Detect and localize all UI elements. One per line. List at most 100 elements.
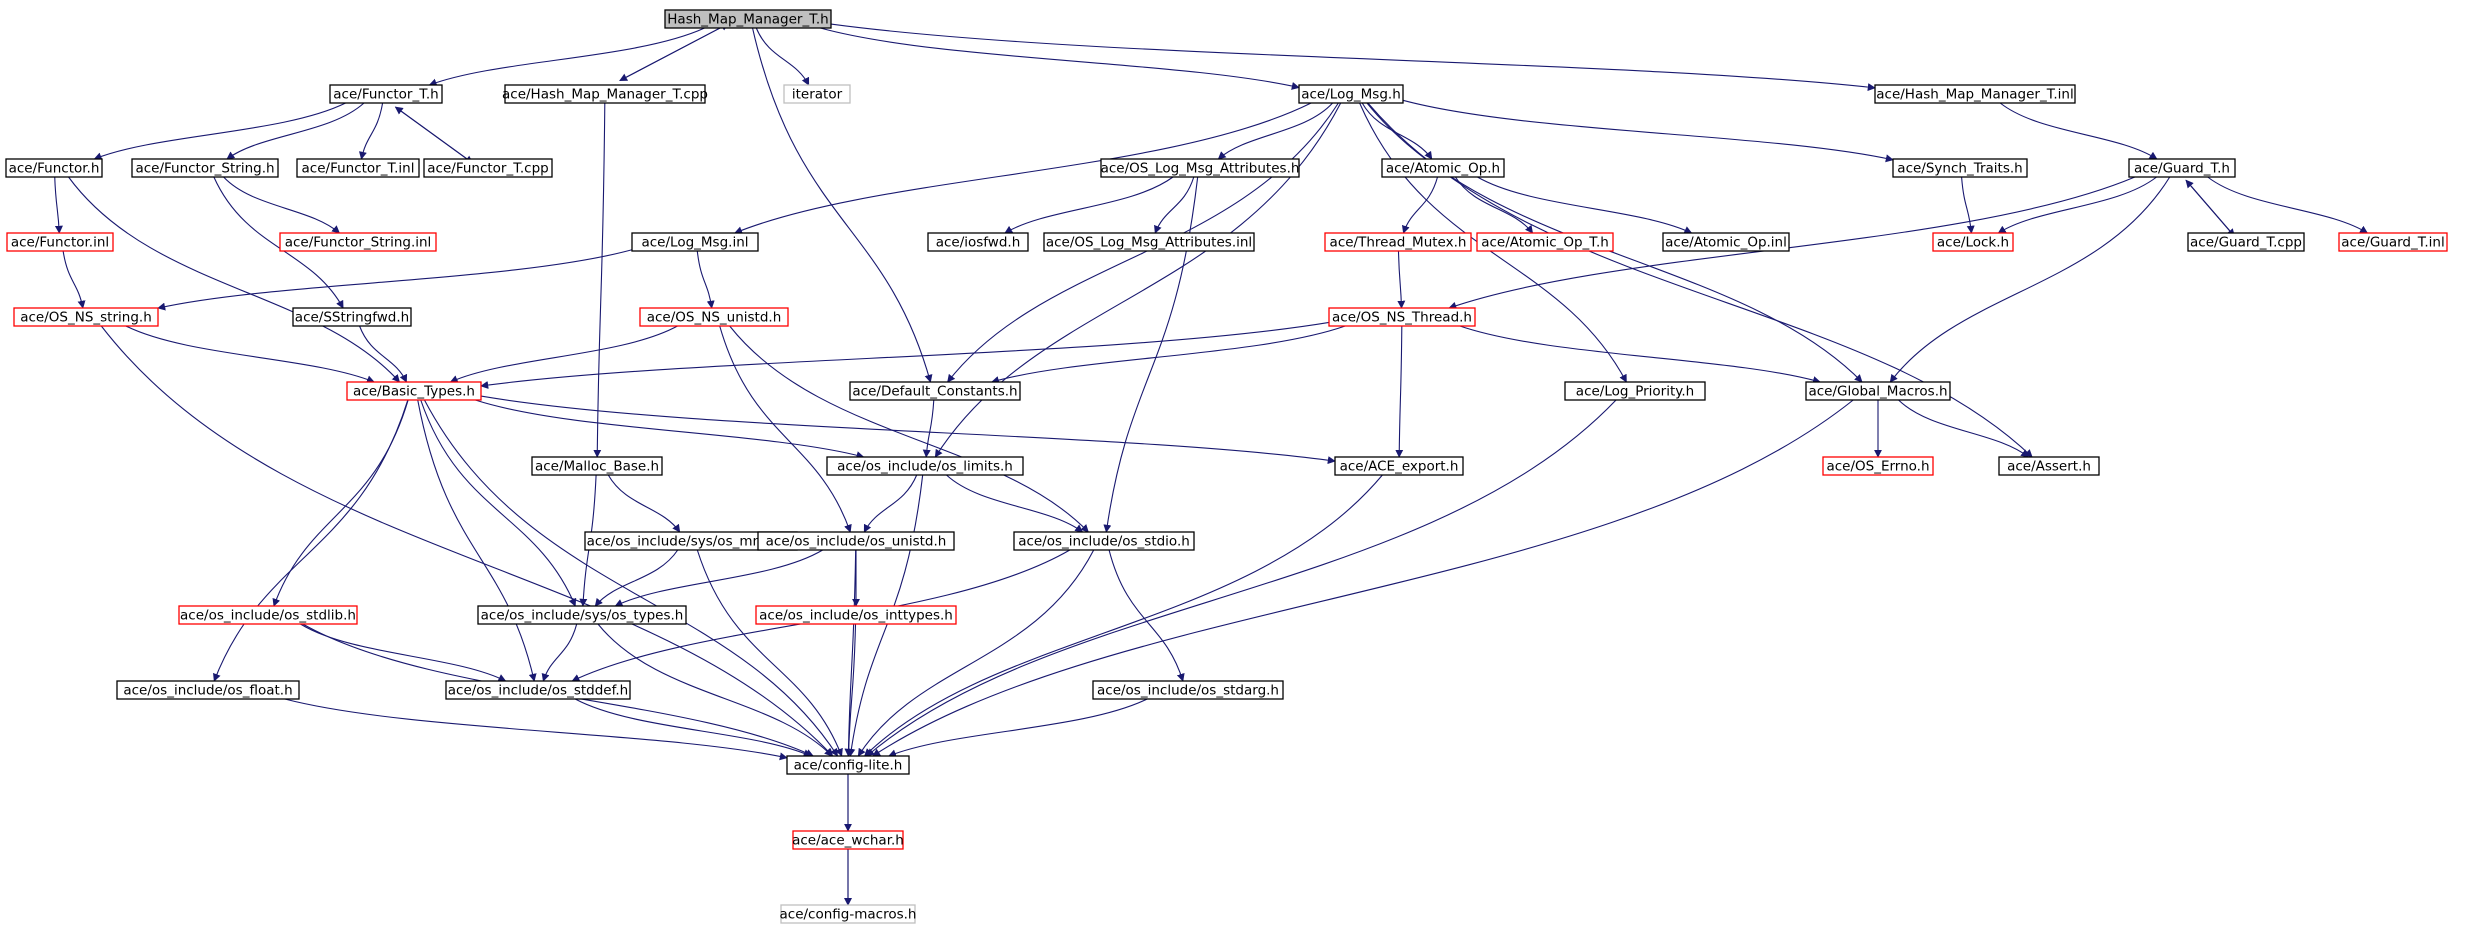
node-box [1874,84,2076,104]
node-label: ace/Global_Macros.h [1808,384,1947,400]
node-thread-mutex-h[interactable]: ace/Thread_Mutex.h [1324,232,1472,252]
edge-log_priority_h-to-config_lite_h [866,399,1617,757]
node-box [1092,680,1284,700]
node-os-stdio-h[interactable]: ace/os_include/os_stdio.h [1013,531,1195,551]
node-hmm-inl[interactable]: ace/Hash_Map_Manager_T.inl [1874,84,2076,104]
node-box [477,605,687,625]
edge-basic_types_h-to-ace_export_h [480,395,1336,465]
node-os-ns-unistd-h[interactable]: ace/OS_NS_unistd.h [639,307,789,327]
node-box [504,84,706,104]
edge-log_msg_inl-to-os_ns_unistd_h [696,250,715,309]
node-atomic-op-inl[interactable]: ace/Atomic_Op.inl [1662,232,1790,252]
node-functor-t-inl[interactable]: ace/Functor_T.inl [296,158,420,178]
edge-os_ns_thread_h-to-basic_types_h [480,321,1330,389]
node-label: ace/SStringfwd.h [295,310,409,326]
node-label: ace/os_include/os_stdarg.h [1097,683,1279,699]
edge-hmm_cpp-to-hmm_h [619,23,730,82]
node-label: ace/OS_Errno.h [1826,459,1929,475]
node-log-priority-h[interactable]: ace/Log_Priority.h [1564,381,1706,401]
node-global-macros-h[interactable]: ace/Global_Macros.h [1805,381,1951,401]
node-os-ns-string-h[interactable]: ace/OS_NS_string.h [13,307,159,327]
node-label: ace/OS_Log_Msg_Attributes.inl [1046,235,1252,251]
node-malloc-base-h[interactable]: ace/Malloc_Base.h [531,456,663,476]
node-ace-export-h[interactable]: ace/ACE_export.h [1334,456,1464,476]
node-functor-string-inl[interactable]: ace/Functor_String.inl [279,232,437,252]
edge-basic_types_h-to-os_limits_h [475,399,865,460]
node-functor-t-h[interactable]: ace/Functor_T.h [329,84,443,104]
node-guard-t-inl[interactable]: ace/Guard_T.inl [2338,232,2448,252]
edge-log_msg_h-to-synch_traits_h [1402,99,1894,163]
edge-guard_t_h-to-guard_t_inl [2207,176,2369,234]
node-label: ace/iosfwd.h [936,235,1021,251]
node-box [1043,232,1255,252]
node-iosfwd-h[interactable]: ace/iosfwd.h [927,232,1029,252]
edge-functor_h-to-functor_inl [54,176,63,234]
edge-basic_types_h-to-os_types_h [420,399,577,607]
node-box [780,904,916,924]
node-default-constants-h[interactable]: ace/Default_Constants.h [849,381,1021,401]
edge-global_macros_h-to-assert_h [1898,399,2030,458]
node-os-float-h[interactable]: ace/os_include/os_float.h [116,680,300,700]
node-box [631,232,759,252]
node-ace-wchar-h[interactable]: ace/ace_wchar.h [792,830,904,850]
edge-os_unistd_h-to-config_lite_h [844,549,857,757]
edge-malloc_base_h-to-os_mman_h [607,474,681,533]
node-functor-string-h[interactable]: ace/Functor_String.h [131,158,279,178]
node-os-stddef-h[interactable]: ace/os_include/os_stddef.h [445,680,631,700]
node-os-unistd-h[interactable]: ace/os_include/os_unistd.h [757,531,955,551]
edge-functor_t_h-to-functor_t_inl [358,102,384,160]
node-os-mman-h[interactable]: ace/os_include/sys/os_mman.h [584,531,798,551]
node-assert-h[interactable]: ace/Assert.h [1998,456,2100,476]
node-os-log-msg-attr-h[interactable]: ace/OS_Log_Msg_Attributes.h [1100,158,1300,178]
node-box [279,232,437,252]
node-label: ace/Functor.inl [11,235,109,251]
node-functor-t-cpp[interactable]: ace/Functor_T.cpp [423,158,553,178]
node-os-stdarg-h[interactable]: ace/os_include/os_stdarg.h [1092,680,1284,700]
node-basic-types-h[interactable]: ace/Basic_Types.h [346,381,482,401]
edge-hmm_cpp-to-malloc_base_h [593,102,606,458]
node-sstringfwd-h[interactable]: ace/SStringfwd.h [292,307,412,327]
edge-os_ns_unistd_h-to-os_unistd_h [719,325,852,533]
node-hmm-cpp[interactable]: ace/Hash_Map_Manager_T.cpp [502,84,708,104]
node-label: iterator [792,87,843,103]
node-label: ace/Thread_Mutex.h [1330,235,1467,251]
node-os-inttypes-h[interactable]: ace/os_include/os_inttypes.h [755,605,957,625]
node-guard-t-h[interactable]: ace/Guard_T.h [2128,158,2236,178]
node-box [292,307,412,327]
node-label: ace/Hash_Map_Manager_T.cpp [502,87,708,103]
node-log-msg-h[interactable]: ace/Log_Msg.h [1298,84,1404,104]
node-functor-inl[interactable]: ace/Functor.inl [6,232,114,252]
edge-default_constants_h-to-os_limits_h [922,399,935,458]
node-config-lite-h[interactable]: ace/config-lite.h [786,755,910,775]
node-label: ace/Malloc_Base.h [535,459,659,475]
edge-hmm_h-to-default_constants_h [751,27,933,383]
node-label: ace/os_include/os_stdio.h [1018,534,1190,550]
node-label: ace/ace_wchar.h [792,833,904,849]
edge-os_stdio_h-to-config_lite_h [857,549,1095,757]
node-box [1564,381,1706,401]
edge-os_ns_string_h-to-config_lite_h [100,325,834,757]
node-synch-traits-h[interactable]: ace/Synch_Traits.h [1892,158,2028,178]
node-label: ace/Guard_T.h [2134,161,2230,177]
node-os-log-msg-attr-inl[interactable]: ace/OS_Log_Msg_Attributes.inl [1043,232,1255,252]
node-os-errno-h[interactable]: ace/OS_Errno.h [1822,456,1934,476]
node-log-msg-inl[interactable]: ace/Log_Msg.inl [631,232,759,252]
node-os-limits-h[interactable]: ace/os_include/os_limits.h [826,456,1024,476]
node-os-ns-thread-h[interactable]: ace/OS_NS_Thread.h [1328,307,1476,327]
node-atomic-op-h[interactable]: ace/Atomic_Op.h [1381,158,1505,178]
node-label: ace/os_include/sys/os_types.h [481,608,684,624]
node-guard-t-cpp[interactable]: ace/Guard_T.cpp [2187,232,2305,252]
node-box [2187,232,2305,252]
node-atomic-op-t-h[interactable]: ace/Atomic_Op_T.h [1476,232,1614,252]
node-box [1932,232,2014,252]
node-os-types-h[interactable]: ace/os_include/sys/os_types.h [477,605,687,625]
node-label: ace/OS_NS_string.h [20,310,152,326]
node-functor-h[interactable]: ace/Functor.h [5,158,103,178]
node-box [786,755,910,775]
node-lock-h[interactable]: ace/Lock.h [1932,232,2014,252]
edge-atomic_op_h-to-thread_mutex_h [1401,176,1439,234]
node-os-stdlib-h[interactable]: ace/os_include/os_stdlib.h [178,605,358,625]
edge-functor_t_cpp-to-functor_t_h [394,106,473,164]
node-config-macros-h: ace/config-macros.h [780,904,916,924]
node-box [116,680,300,700]
